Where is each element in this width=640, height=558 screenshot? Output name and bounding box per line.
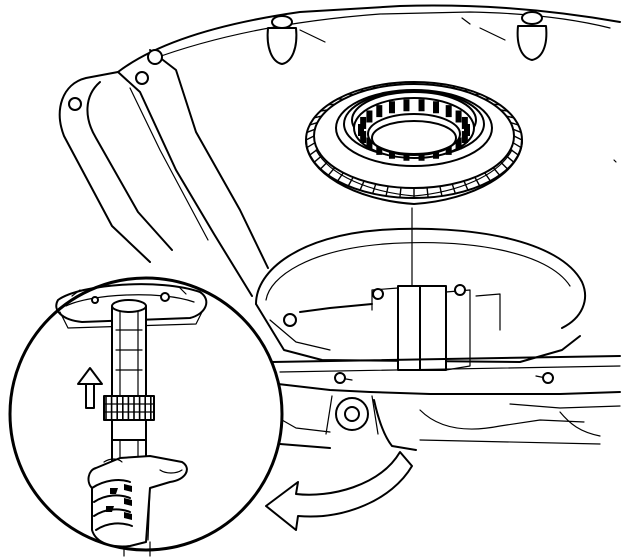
ring-tooth — [306, 128, 316, 134]
ring-tooth — [347, 93, 354, 96]
ring-tooth — [399, 81, 402, 86]
bearing-roller — [418, 99, 425, 112]
ring-tooth — [463, 89, 469, 92]
bearing-roller — [360, 116, 367, 129]
transmission-case — [58, 4, 621, 451]
curved-pointer-arrow-icon — [265, 451, 413, 531]
ring-tooth — [512, 142, 522, 149]
ring-tooth — [439, 185, 443, 197]
ring-tooth — [499, 109, 509, 112]
ring-tooth — [512, 128, 522, 134]
ring-tooth — [359, 89, 365, 92]
bearing-roller — [455, 137, 462, 150]
input-shaft — [103, 299, 155, 481]
ring-tooth — [426, 81, 429, 86]
ring-tooth — [426, 186, 429, 199]
up-arrow-icon — [77, 367, 103, 409]
bearing-roller — [376, 142, 383, 155]
bearing-roller — [433, 101, 440, 114]
ring-tooth — [313, 115, 323, 119]
detail-magnifier-circle — [8, 276, 284, 557]
ring-tooth — [319, 109, 329, 112]
hand-illustration — [87, 455, 188, 557]
bearing-roller — [445, 142, 452, 155]
ring-tooth — [505, 115, 515, 119]
ring-tooth — [306, 142, 316, 149]
ring-tooth — [399, 186, 402, 199]
ring-tooth — [439, 83, 443, 87]
ring-tooth — [484, 172, 492, 182]
bearing-roller — [464, 124, 470, 136]
ring-tooth — [305, 135, 315, 141]
bearing-roller — [445, 105, 452, 118]
ring-tooth — [513, 135, 523, 141]
thrust-bearing-ring — [305, 81, 523, 287]
ring-tooth — [509, 121, 520, 126]
ring-tooth — [385, 83, 389, 87]
ring-tooth — [463, 180, 469, 191]
bearing-roller — [376, 105, 383, 118]
ring-tooth — [308, 121, 319, 126]
bearing-roller — [360, 131, 367, 144]
ring-tooth — [347, 176, 354, 187]
bearing-roller — [388, 101, 395, 114]
bearing-roller — [461, 116, 468, 129]
ring-tooth — [336, 172, 344, 182]
ring-tooth — [474, 176, 481, 187]
bearing-roller — [358, 124, 364, 136]
bearing-roller — [403, 99, 410, 112]
bearing-roller — [455, 110, 462, 123]
ring-tooth — [371, 85, 377, 89]
ring-tooth — [359, 180, 365, 191]
ring-tooth — [451, 85, 457, 89]
bearing-roller — [366, 110, 373, 123]
bearing-roller — [366, 137, 373, 150]
bearing-roller — [461, 131, 468, 144]
ring-tooth — [474, 93, 481, 96]
ring-tooth — [385, 185, 389, 197]
